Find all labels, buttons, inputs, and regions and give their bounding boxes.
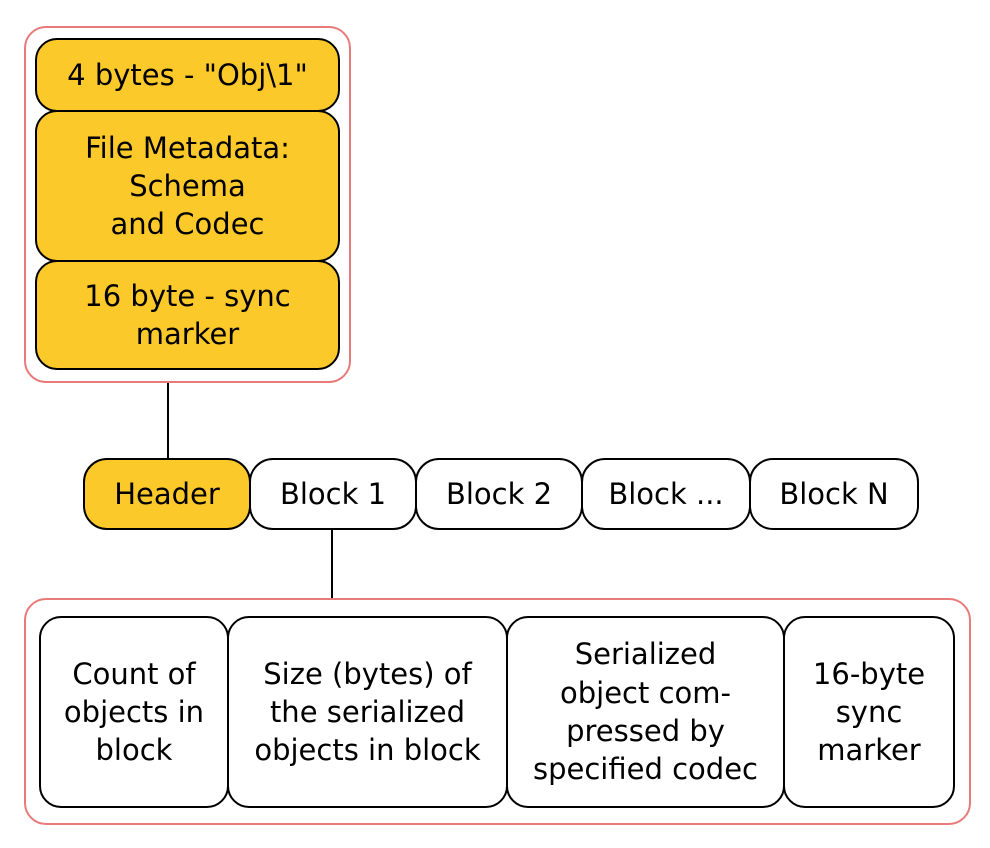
header-file-metadata-box: File Metadata: Schema and Codec: [35, 110, 340, 262]
header-detail-group: [24, 26, 351, 383]
file-section-header: Header: [83, 458, 251, 530]
header-sync-marker-box: 16 byte - sync marker: [35, 260, 340, 370]
header-connector-line: [167, 383, 169, 460]
block-serialized-objects-box: Serialized object com- pressed by specif…: [506, 616, 785, 808]
block-object-count-box: Count of objects in block: [39, 616, 229, 808]
header-magic-bytes-box: 4 bytes - "Obj\1": [35, 38, 340, 112]
file-section-block-n: Block N: [749, 458, 919, 530]
block-sync-marker-box: 16-byte sync marker: [783, 616, 955, 808]
block-detail-group: [24, 598, 971, 825]
block-connector-line: [331, 530, 333, 600]
block-serialized-size-box: Size (bytes) of the serialized objects i…: [227, 616, 508, 808]
file-section-block-1: Block 1: [249, 458, 417, 530]
file-section-block-ellipsis: Block ...: [581, 458, 751, 530]
file-section-block-2: Block 2: [415, 458, 583, 530]
